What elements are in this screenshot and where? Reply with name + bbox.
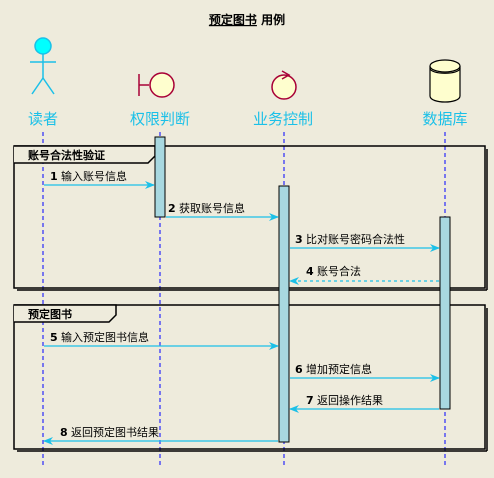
- frame-label-book-reservation: 预定图书: [28, 307, 72, 321]
- frame-book-reservation: 预定图书: [13, 304, 488, 452]
- activation-database: [439, 216, 451, 410]
- message-5-number: 5: [50, 331, 58, 344]
- message-6: 6 增加预定信息: [290, 362, 440, 382]
- message-4-text: 账号合法: [317, 264, 361, 278]
- database-icon: [429, 59, 461, 103]
- message-3-number: 3: [295, 233, 303, 246]
- boundary-icon: [138, 72, 175, 98]
- message-2: 2 获取账号信息: [166, 201, 279, 221]
- frame-account-validation: 账号合法性验证: [13, 145, 488, 291]
- participant-control-label: 业务控制: [253, 110, 313, 128]
- title-suffix: 用例: [257, 12, 285, 27]
- message-7-text: 返回操作结果: [317, 393, 383, 407]
- message-5-text: 输入预定图书信息: [61, 330, 149, 344]
- message-1-text: 输入账号信息: [61, 169, 127, 183]
- message-5: 5 输入预定图书信息: [44, 330, 279, 350]
- message-6-text: 增加预定信息: [306, 362, 372, 376]
- message-7: 7 返回操作结果: [289, 393, 439, 413]
- message-2-text: 获取账号信息: [179, 201, 245, 215]
- frame-label-account-validation: 账号合法性验证: [28, 148, 105, 162]
- message-3: 3 比对账号密码合法性: [290, 232, 440, 252]
- message-8: 8 返回预定图书结果: [43, 425, 278, 445]
- message-8-number: 8: [60, 426, 68, 439]
- message-8-text: 返回预定图书结果: [71, 425, 159, 439]
- message-1: 1 输入账号信息: [44, 169, 155, 189]
- participant-reader-label: 读者: [28, 110, 58, 128]
- message-2-number: 2: [168, 202, 176, 215]
- activation-auth: [154, 136, 166, 218]
- participant-auth-label: 权限判断: [130, 110, 190, 128]
- message-6-number: 6: [295, 363, 303, 376]
- activation-control: [278, 185, 290, 443]
- control-icon: [271, 70, 297, 100]
- message-4-number: 4: [306, 265, 314, 278]
- message-4: 4 账号合法: [289, 264, 439, 285]
- message-7-number: 7: [306, 394, 314, 407]
- participant-database-label: 数据库: [422, 110, 467, 128]
- actor-icon: [30, 37, 56, 95]
- title-main: 预定图书: [209, 12, 257, 27]
- message-3-text: 比对账号密码合法性: [306, 232, 405, 246]
- diagram-title: 预定图书 用例: [209, 12, 285, 27]
- message-1-number: 1: [50, 170, 58, 183]
